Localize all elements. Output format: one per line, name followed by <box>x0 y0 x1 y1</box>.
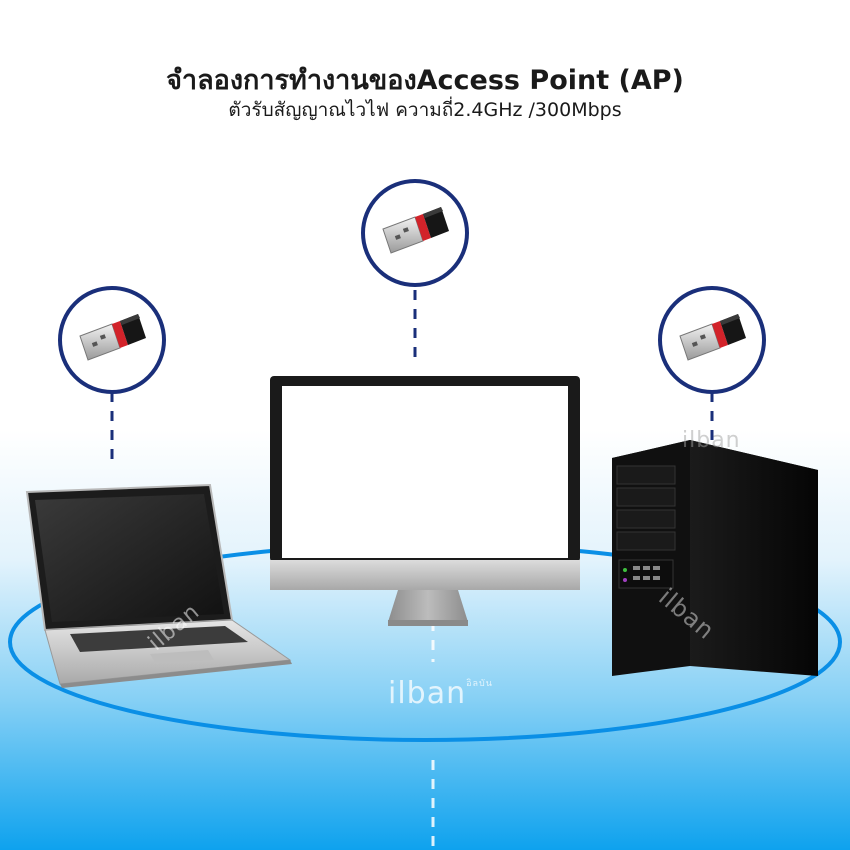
usb-wifi-adapter-icon <box>58 286 166 394</box>
usb-wifi-adapter-icon <box>658 286 766 394</box>
laptop-icon <box>25 483 292 688</box>
watermark-logo: ilbanอิลบัน <box>388 676 493 711</box>
usb-wifi-adapter-icon <box>361 179 469 287</box>
connector-lines <box>110 290 714 465</box>
monitor-icon <box>270 376 580 626</box>
desktop-tower-icon <box>612 440 818 676</box>
page-title: จำลองการทำงานของAccess Point (AP) <box>166 65 684 96</box>
page-subtitle: ตัวรับสัญญาณไวไฟ ความถี่2.4GHz /300Mbps <box>228 99 622 121</box>
watermark-logo: ilban <box>682 428 741 453</box>
